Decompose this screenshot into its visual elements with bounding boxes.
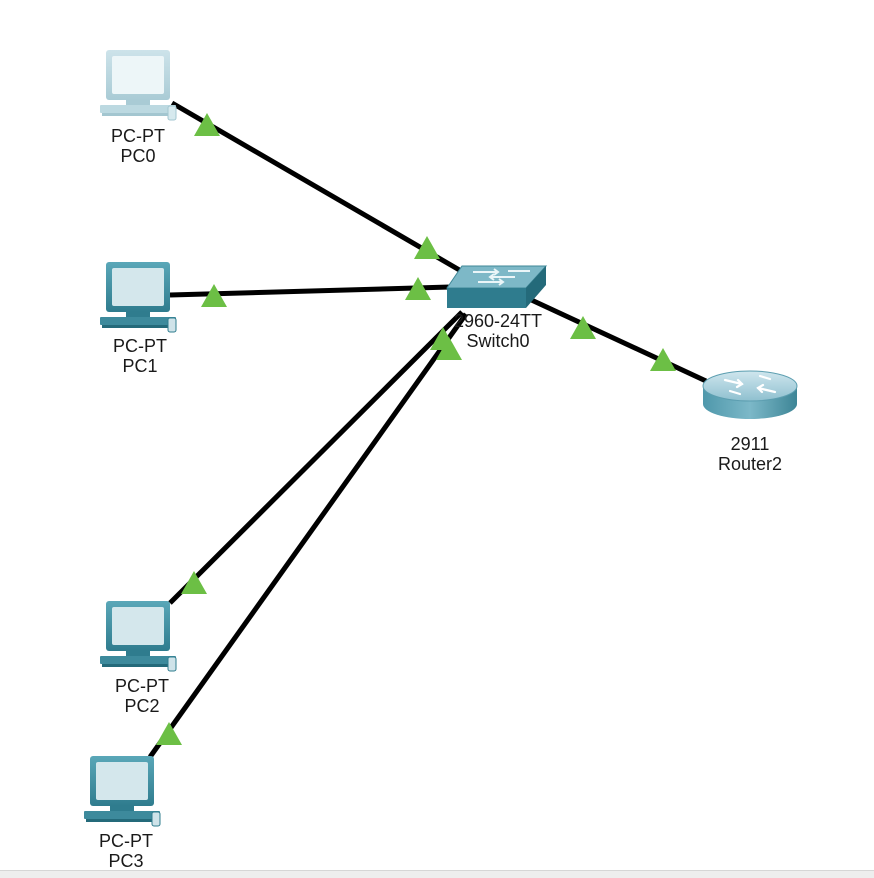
link-up-indicator-pc0-switch-end — [414, 236, 440, 259]
cable-switch0-router2[interactable] — [523, 294, 708, 384]
pc2-computer-icon[interactable] — [100, 601, 177, 672]
link-up-indicator-pc3-switch-end — [436, 337, 462, 360]
pc0-name-label: PC0 — [120, 146, 156, 166]
pc1-computer-icon[interactable] — [100, 262, 177, 333]
pc1-name-label: PC1 — [122, 356, 158, 376]
link-up-indicator-switch-router-switch-end — [570, 316, 596, 339]
router2-model-label: 2911 — [730, 434, 770, 454]
link-up-indicator-pc0-end — [194, 113, 220, 136]
pc2-name-label: PC2 — [124, 696, 160, 716]
switch0-model-label: 2960-24TT — [453, 311, 543, 331]
pc3-model-label: PC-PT — [99, 831, 153, 851]
cables — [147, 100, 708, 759]
pc1-model-label: PC-PT — [113, 336, 167, 356]
pc3-computer-icon[interactable] — [84, 756, 161, 827]
cable-pc3-switch0[interactable] — [147, 312, 469, 759]
switch0-name-label: Switch0 — [466, 331, 530, 351]
link-status-lights — [156, 113, 676, 745]
workspace-bottom-edge — [0, 870, 874, 878]
switch0-icon[interactable] — [446, 265, 548, 308]
cable-pc0-switch0[interactable] — [170, 100, 470, 278]
link-up-indicator-pc1-end — [201, 284, 227, 307]
link-up-indicator-pc3-end — [156, 722, 182, 745]
link-up-indicator-router-end — [650, 348, 676, 371]
link-up-indicator-pc2-end — [181, 571, 207, 594]
pc0-model-label: PC-PT — [111, 126, 165, 146]
pc3-name-label: PC3 — [108, 851, 144, 871]
link-up-indicator-pc1-switch-end — [405, 277, 431, 300]
pc0-computer-icon[interactable] — [100, 50, 177, 121]
pc2-model-label: PC-PT — [115, 676, 169, 696]
router2-name-label: Router2 — [717, 454, 783, 474]
router2-icon[interactable] — [702, 370, 798, 419]
cable-pc2-switch0[interactable] — [168, 310, 464, 605]
